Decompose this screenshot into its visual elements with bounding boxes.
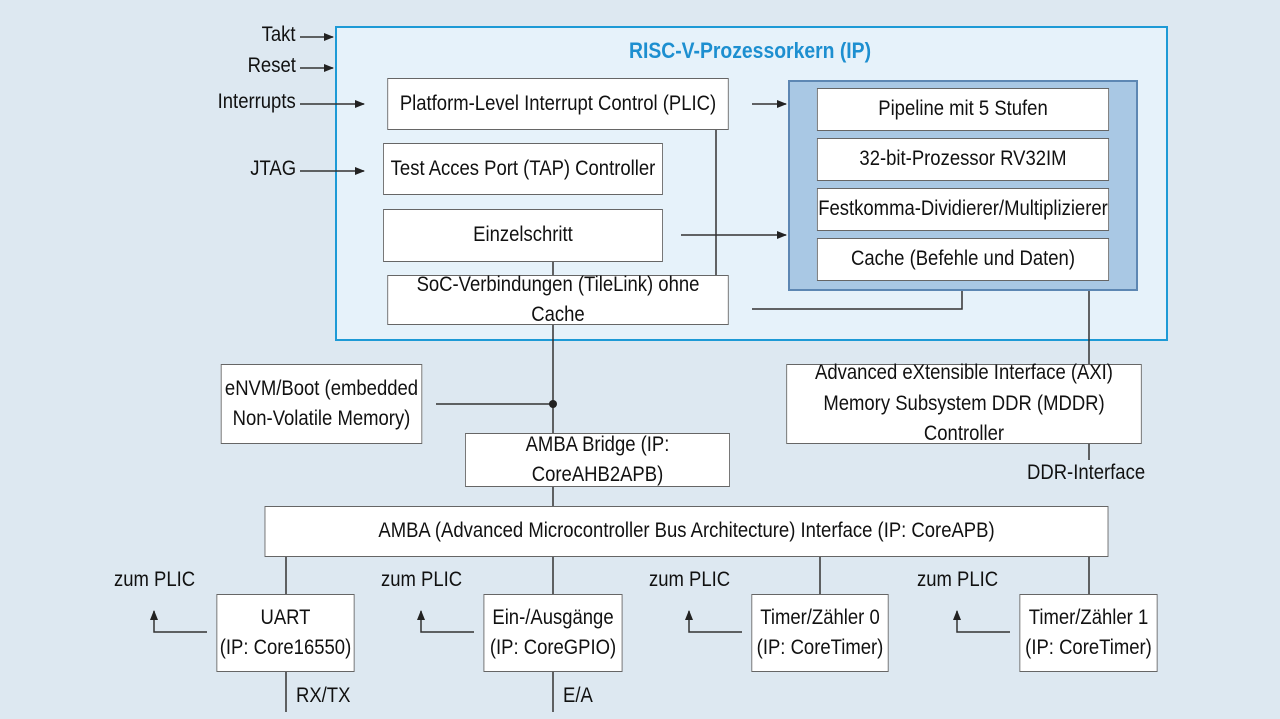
amba-bus-block: AMBA (Advanced Microcontroller Bus Archi… <box>264 506 1109 557</box>
gpio-block: Ein-/Ausgänge (IP: CoreGPIO) <box>483 594 623 672</box>
pipeline-stages-block: Pipeline mit 5 Stufen <box>816 88 1110 131</box>
jtag-label: JTAG <box>250 157 296 180</box>
soc-interconnect-block: SoC-Verbindungen (TileLink) ohne Cache <box>387 273 729 326</box>
gpio-to-plic-label: zum PLIC <box>381 568 463 591</box>
cache-block: Cache (Befehle und Daten) <box>816 238 1110 281</box>
timer1-plic-arrow <box>953 610 1010 633</box>
timer1-title: Timer/Zähler 1 <box>1028 605 1149 629</box>
timer1-to-plic-label: zum PLIC <box>917 568 999 591</box>
uart-block: UART (IP: Core16550) <box>216 594 355 672</box>
bus-junction-dot <box>549 400 557 408</box>
envm-boot-block: eNVM/Boot (embedded Non-Volatile Memory) <box>220 364 423 444</box>
reset-label: Reset <box>247 54 296 77</box>
gpio-plic-arrow <box>417 610 474 633</box>
uart-plic-arrow <box>150 610 207 633</box>
envm-line1: eNVM/Boot (embedded <box>224 376 419 400</box>
envm-line2: Non-Volatile Memory) <box>232 407 411 430</box>
core-title: RISC-V-Prozessorkern (IP) <box>628 38 872 63</box>
plic-block: Platform-Level Interrupt Control (PLIC) <box>387 78 729 130</box>
timer0-ip: (IP: CoreTimer) <box>756 636 884 659</box>
uart-title: UART <box>260 605 311 629</box>
io-label: E/A <box>563 684 593 707</box>
timer1-block: Timer/Zähler 1 (IP: CoreTimer) <box>1019 594 1158 672</box>
timer0-to-plic-label: zum PLIC <box>649 568 731 591</box>
rx-tx-label: RX/TX <box>296 684 351 707</box>
single-step-block: Einzelschritt <box>383 209 663 262</box>
clock-label: Takt <box>262 23 296 46</box>
gpio-ip: (IP: CoreGPIO) <box>489 636 617 659</box>
timer0-plic-arrow <box>685 610 742 633</box>
axi-line2: Memory Subsystem DDR (MDDR) Controller <box>823 391 1105 446</box>
timer0-title: Timer/Zähler 0 <box>760 605 880 629</box>
axi-mddr-controller-block: Advanced eXtensible Interface (AXI) Memo… <box>786 361 1142 445</box>
uart-ip: (IP: Core16550) <box>219 636 352 659</box>
tap-controller-block: Test Acces Port (TAP) Controller <box>383 143 663 195</box>
uart-to-plic-label: zum PLIC <box>114 568 196 591</box>
gpio-title: Ein-/Ausgänge <box>492 605 614 629</box>
axi-line1: Advanced eXtensible Interface (AXI) <box>815 361 1113 385</box>
timer0-block: Timer/Zähler 0 (IP: CoreTimer) <box>751 594 889 672</box>
interrupts-label: Interrupts <box>217 90 296 113</box>
ddr-interface-label: DDR-Interface <box>1027 461 1146 484</box>
amba-bridge-block: AMBA Bridge (IP: CoreAHB2APB) <box>465 433 730 487</box>
timer1-ip: (IP: CoreTimer) <box>1025 636 1152 659</box>
divider-multiplier-block: Festkomma-Dividierer/Multiplizierer <box>816 188 1110 231</box>
rv32im-processor-block: 32-bit-Prozessor RV32IM <box>816 138 1110 181</box>
